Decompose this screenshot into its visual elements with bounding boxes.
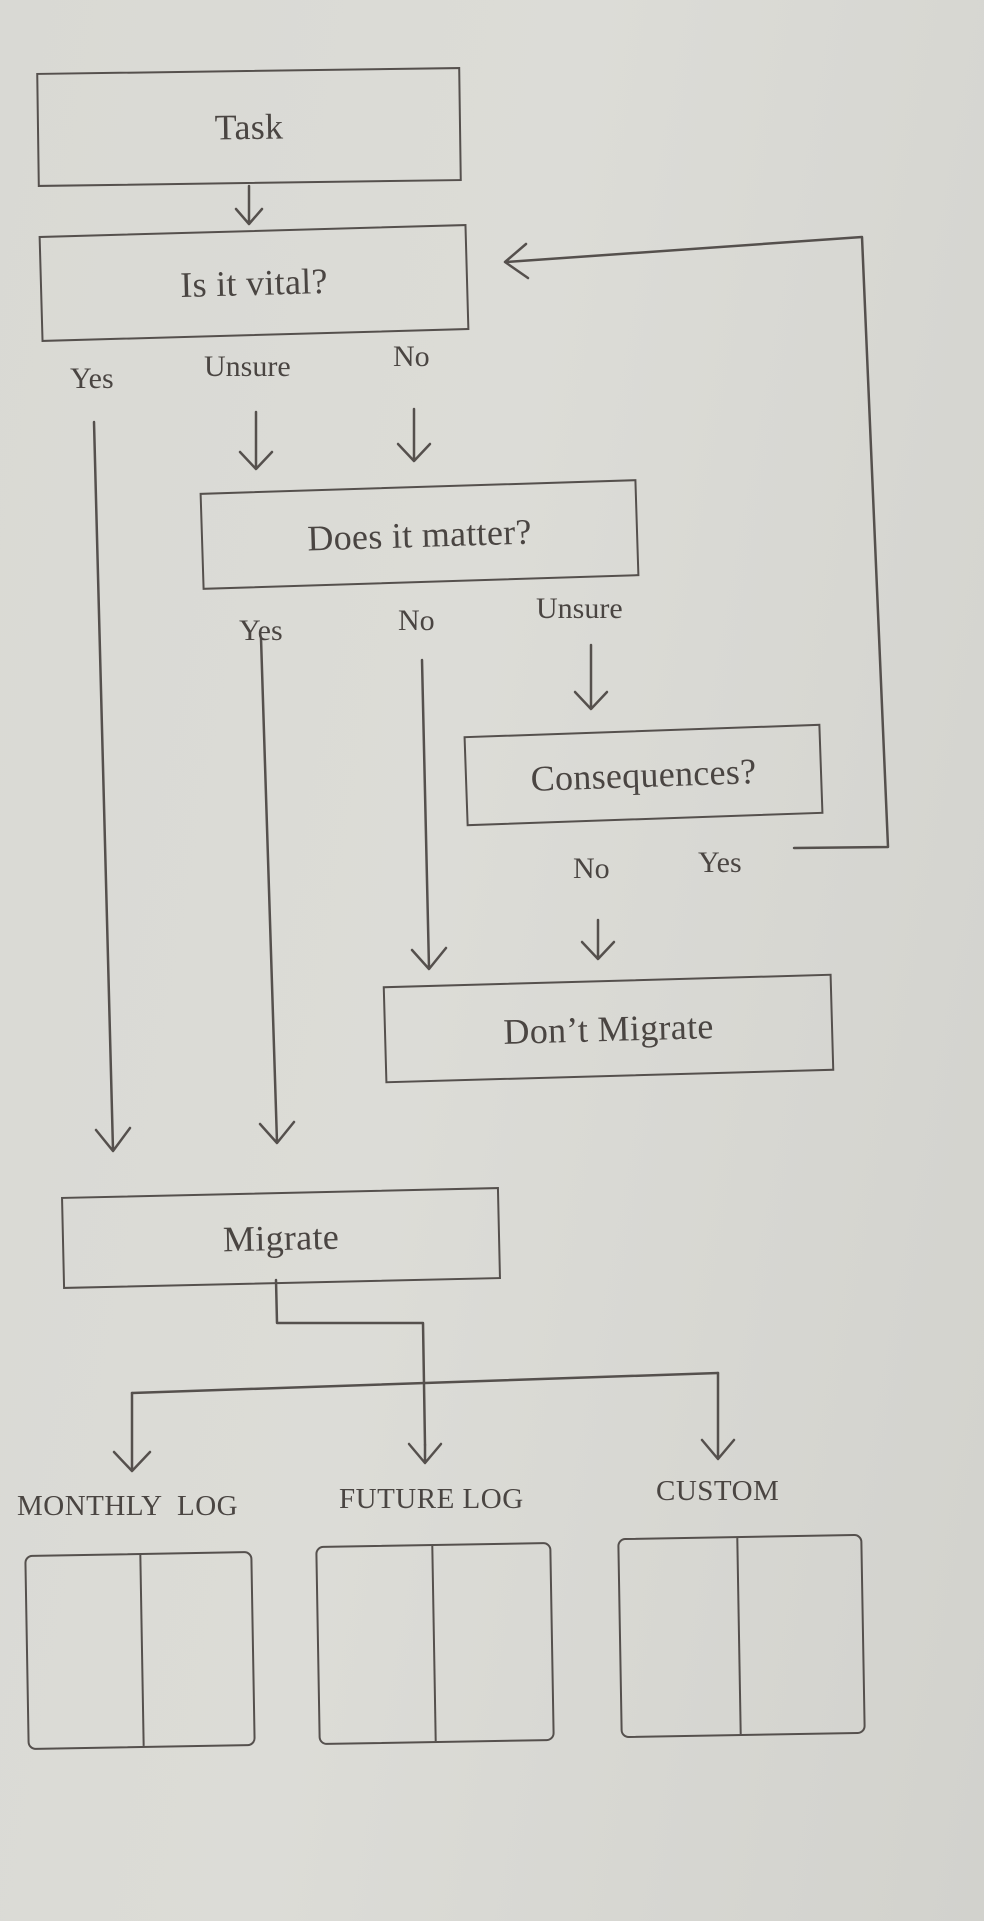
future-log-spread-icon xyxy=(315,1541,555,1746)
vital-node-label: Is it vital? xyxy=(179,260,329,306)
custom-log-spine xyxy=(736,1538,742,1735)
custom-log-spread-icon xyxy=(617,1533,866,1739)
vital-node: Is it vital? xyxy=(38,224,470,342)
arrow-matter-unsure xyxy=(573,643,609,711)
monthly-log-spine xyxy=(139,1554,145,1746)
future-log-spine xyxy=(431,1546,437,1742)
arrow-consequences-no xyxy=(580,918,616,961)
caption-monthly-log: MONTHLY LOG xyxy=(17,1490,239,1522)
arrow-future xyxy=(407,1442,443,1465)
label-matter-unsure: Unsure xyxy=(536,592,623,625)
label-vital-unsure: Unsure xyxy=(204,350,291,383)
arrow-consequences-yes-loop xyxy=(503,235,890,850)
matter-node: Does it matter? xyxy=(199,479,640,590)
branch-migrate xyxy=(274,1278,427,1447)
caption-custom: CUSTOM xyxy=(656,1475,780,1507)
arrow-matter-yes xyxy=(258,636,296,1145)
branch-bar xyxy=(130,1371,720,1395)
migrate-node-label: Migrate xyxy=(222,1216,340,1260)
label-matter-no: No xyxy=(398,604,435,637)
arrow-task-to-vital xyxy=(234,184,264,226)
monthly-log-spread-icon xyxy=(24,1551,256,1750)
label-matter-yes: Yes xyxy=(239,614,283,647)
arrow-monthly xyxy=(112,1391,152,1473)
dont-migrate-node-label: Don’t Migrate xyxy=(502,1005,715,1052)
label-vital-no: No xyxy=(393,340,430,373)
label-vital-yes: Yes xyxy=(70,362,114,395)
arrow-vital-yes xyxy=(92,420,132,1153)
caption-future-log: FUTURE LOG xyxy=(339,1483,524,1515)
migrate-node: Migrate xyxy=(61,1187,501,1289)
dont-migrate-node: Don’t Migrate xyxy=(382,973,835,1084)
label-consequences-yes: Yes xyxy=(698,846,742,879)
task-node: Task xyxy=(36,67,462,187)
arrow-matter-no xyxy=(410,658,448,971)
consequences-node: Consequences? xyxy=(463,723,824,827)
matter-node-label: Does it matter? xyxy=(306,510,533,559)
arrow-vital-unsure xyxy=(238,410,274,471)
task-node-label: Task xyxy=(214,106,284,148)
consequences-node-label: Consequences? xyxy=(529,751,758,799)
arrow-vital-no xyxy=(396,407,432,463)
label-consequences-no: No xyxy=(573,852,610,885)
arrow-custom xyxy=(700,1371,736,1461)
